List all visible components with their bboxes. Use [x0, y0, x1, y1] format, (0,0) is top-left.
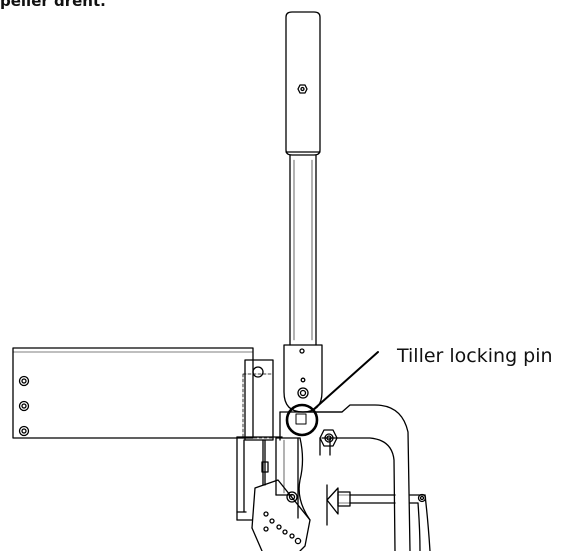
tiller-grip: [285, 11, 321, 156]
tiller-locking-pin: [285, 403, 319, 437]
tiller-pivot-head: [283, 344, 323, 413]
mounting-arm: [12, 347, 254, 439]
clamp-screw-assembly: [326, 484, 431, 551]
vertical-post: [236, 359, 283, 521]
figure-caption-fragment: peller drent.: [0, 0, 106, 10]
transom-clamp: [297, 404, 411, 551]
callout-label-tiller-locking-pin: Tiller locking pin: [397, 345, 553, 367]
tiller-shaft: [289, 154, 317, 346]
callout-leader-line: [312, 351, 379, 411]
